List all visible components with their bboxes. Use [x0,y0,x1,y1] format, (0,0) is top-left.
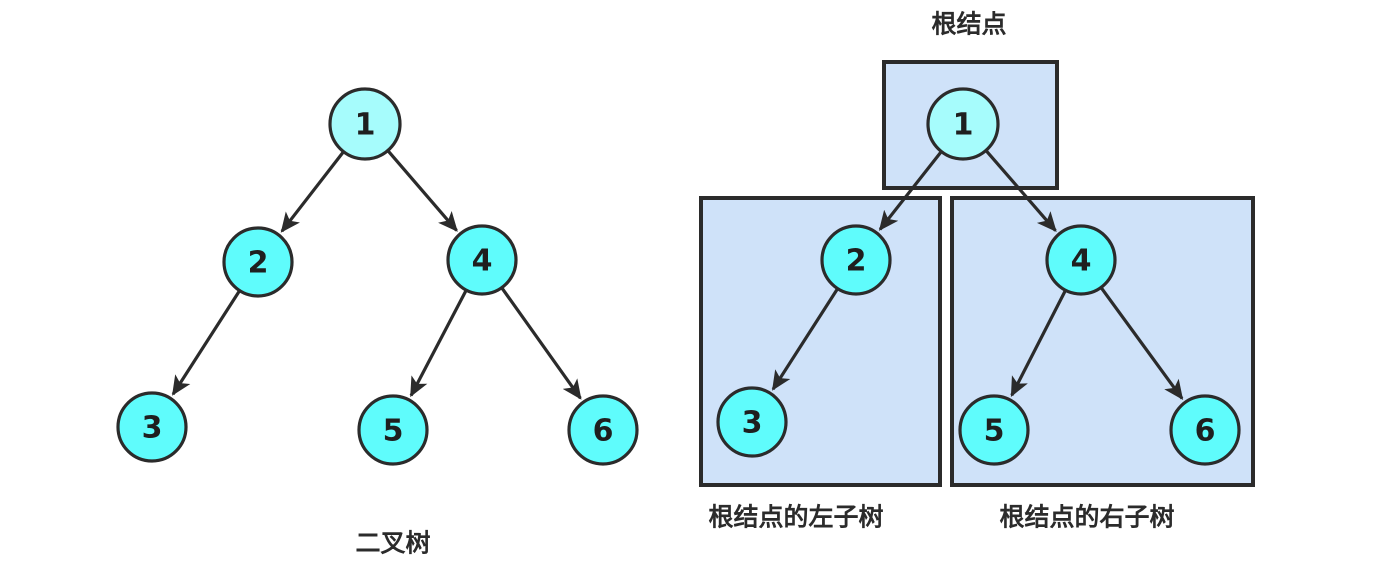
node-circle-4 [446,224,518,296]
node-label-2: 2 [846,244,867,279]
tree-node-5: 5 [958,394,1030,466]
node-circle-4 [1045,224,1117,296]
tree-node-1: 1 [328,87,402,161]
node-label-3: 3 [142,411,163,446]
node-circle-3 [716,386,788,458]
subtree-box-captions: 根结点的左子树 根结点的右子树 [708,503,1174,532]
tree-edge-1-to-4 [385,148,458,232]
root-node-caption: 根结点 [931,10,1006,39]
tree-node-6: 6 [567,394,639,466]
tree-node-5: 5 [357,394,429,466]
node-circle-5 [958,394,1030,466]
right-figure-edges [771,148,1184,401]
node-label-1: 1 [355,108,376,143]
node-label-4: 4 [1071,244,1092,279]
left-figure-nodes: 1 2 4 3 5 6 [116,87,639,466]
node-label-5: 5 [383,414,404,449]
left-figure-caption: 二叉树 [355,529,430,558]
left-subtree-box-caption: 根结点的左子树 [708,503,883,532]
node-label-6: 6 [1195,414,1216,449]
tree-edge-4-to-5 [409,288,469,398]
right-figure-subtree-decomposition: 1 2 4 3 5 6 根结点 根结点的左子树 根结点的右子树 [699,10,1255,532]
node-label-3: 3 [742,406,763,441]
left-figure-edges [171,148,582,400]
node-circle-2 [222,226,294,298]
node-circle-5 [357,394,429,466]
node-label-4: 4 [472,244,493,279]
node-circle-2 [820,224,892,296]
tree-node-4: 4 [446,224,518,296]
right-subtree-box-caption: 根结点的右子树 [999,503,1174,532]
tree-edge-4-to-5 [1010,288,1068,397]
node-circle-3 [116,391,188,463]
right-figure-nodes: 1 2 4 3 5 6 [716,87,1241,466]
tree-edge-2-to-3 [771,286,840,391]
tree-edge-2-to-3 [171,288,242,396]
tree-edge-1-to-2 [878,149,944,231]
tree-node-2: 2 [820,224,892,296]
node-label-2: 2 [248,246,269,281]
node-label-1: 1 [953,108,974,143]
tree-node-3: 3 [116,391,188,463]
node-circle-1 [328,87,402,161]
node-label-6: 6 [593,414,614,449]
tree-edge-1-to-4 [984,148,1057,232]
tree-edge-1-to-2 [280,149,346,233]
tree-node-1: 1 [926,87,1000,161]
tree-node-3: 3 [716,386,788,458]
tree-edge-4-to-6 [1099,285,1184,401]
node-circle-1 [926,87,1000,161]
node-circle-6 [1169,394,1241,466]
node-label-5: 5 [984,414,1005,449]
tree-node-4: 4 [1045,224,1117,296]
node-circle-6 [567,394,639,466]
tree-edge-4-to-6 [499,285,582,400]
tree-node-2: 2 [222,226,294,298]
tree-node-6: 6 [1169,394,1241,466]
left-figure-binary-tree: 1 2 4 3 5 6 二叉树 [116,87,639,558]
